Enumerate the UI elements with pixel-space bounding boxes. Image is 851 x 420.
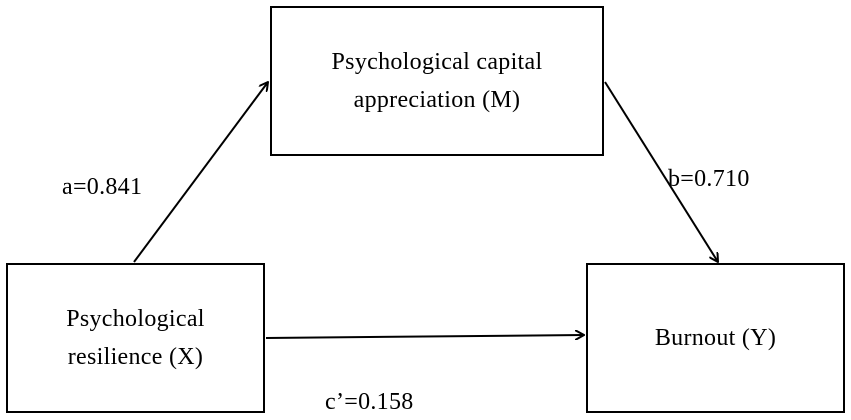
path-b-arrow (604, 81, 718, 262)
path-a-arrow (133, 82, 268, 263)
path-b-coefficient: b=0.710 (668, 166, 750, 192)
mediator-box: Psychological capital appreciation (M) (270, 6, 604, 156)
outcome-label: Burnout (Y) (654, 325, 777, 351)
mediator-label-line1: Psychological capital (331, 49, 543, 75)
mediator-label-line2: appreciation (M) (353, 87, 521, 113)
path-c-prime-coefficient: c’=0.158 (325, 389, 414, 415)
outcome-box: Burnout (Y) (586, 263, 845, 413)
path-c-prime-arrow (265, 335, 584, 338)
predictor-box: Psychological resilience (X) (6, 263, 265, 413)
predictor-label-line2: resilience (X) (67, 344, 204, 370)
path-a-coefficient: a=0.841 (62, 174, 143, 200)
predictor-label-line1: Psychological (66, 306, 205, 332)
